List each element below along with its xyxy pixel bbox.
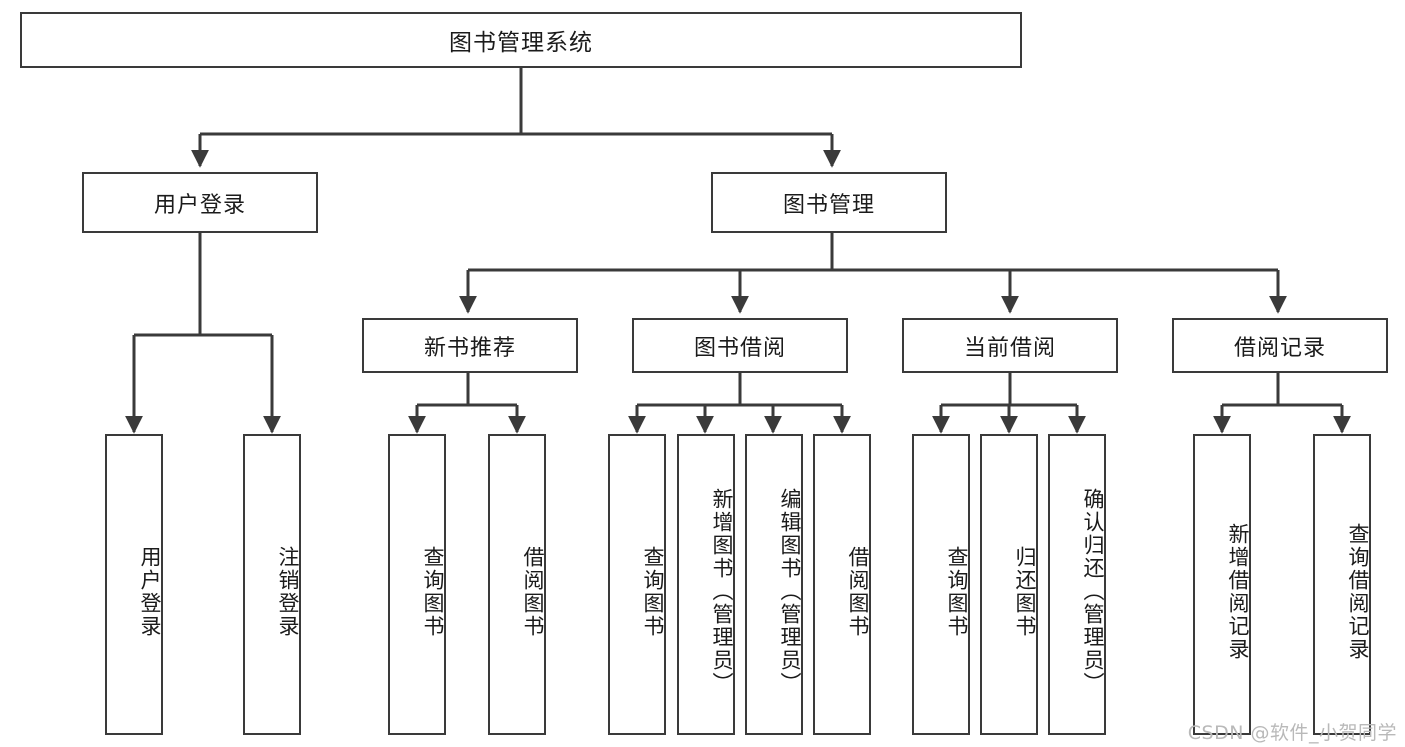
node-leaf-borrow-book-2[interactable]: 借阅图书 [813,434,871,735]
node-leaf-logout[interactable]: 注销登录 [243,434,301,735]
node-new-book-recommend-label: 新书推荐 [423,335,516,361]
node-leaf-add-record-label: 新增借阅记录 [1226,522,1250,661]
node-book-manage-label: 图书管理 [782,192,875,218]
node-leaf-query-book-1-label: 查询图书 [421,545,445,638]
node-leaf-query-book-3[interactable]: 查询图书 [912,434,970,735]
node-borrow-record[interactable]: 借阅记录 [1172,318,1388,373]
node-leaf-query-record-label: 查询借阅记录 [1346,522,1370,661]
node-leaf-user-login[interactable]: 用户登录 [105,434,163,735]
node-book-borrow-label: 图书借阅 [693,335,786,361]
node-root-label: 图书管理系统 [449,30,593,56]
node-leaf-logout-label: 注销登录 [276,545,300,638]
node-leaf-edit-book[interactable]: 编辑图书（管理员） [745,434,803,735]
node-current-borrow-label: 当前借阅 [963,335,1056,361]
node-book-manage[interactable]: 图书管理 [711,172,947,233]
node-leaf-query-book-1[interactable]: 查询图书 [388,434,446,735]
node-leaf-borrow-book-2-label: 借阅图书 [846,545,870,638]
node-leaf-edit-book-label: 编辑图书（管理员） [778,488,802,695]
node-leaf-query-book-2[interactable]: 查询图书 [608,434,666,735]
node-leaf-add-book[interactable]: 新增图书（管理员） [677,434,735,735]
node-leaf-query-book-2-label: 查询图书 [641,545,665,638]
node-leaf-return-book-label: 归还图书 [1013,545,1037,638]
watermark-text: CSDN @软件_小贺同学 [1187,722,1397,744]
node-leaf-add-book-label: 新增图书（管理员） [710,488,734,695]
node-new-book-recommend[interactable]: 新书推荐 [362,318,578,373]
node-leaf-query-book-3-label: 查询图书 [945,545,969,638]
node-leaf-return-book[interactable]: 归还图书 [980,434,1038,735]
node-leaf-add-record[interactable]: 新增借阅记录 [1193,434,1251,735]
node-leaf-confirm-return[interactable]: 确认归还（管理员） [1048,434,1106,735]
node-user-login-label: 用户登录 [153,192,246,218]
node-user-login[interactable]: 用户登录 [82,172,318,233]
node-root[interactable]: 图书管理系统 [20,12,1022,68]
node-leaf-borrow-book-1[interactable]: 借阅图书 [488,434,546,735]
node-leaf-query-record[interactable]: 查询借阅记录 [1313,434,1371,735]
node-current-borrow[interactable]: 当前借阅 [902,318,1118,373]
node-leaf-borrow-book-1-label: 借阅图书 [521,545,545,638]
node-leaf-confirm-return-label: 确认归还（管理员） [1081,488,1105,695]
node-leaf-user-login-label: 用户登录 [138,545,162,638]
node-borrow-record-label: 借阅记录 [1233,335,1326,361]
node-book-borrow[interactable]: 图书借阅 [632,318,848,373]
